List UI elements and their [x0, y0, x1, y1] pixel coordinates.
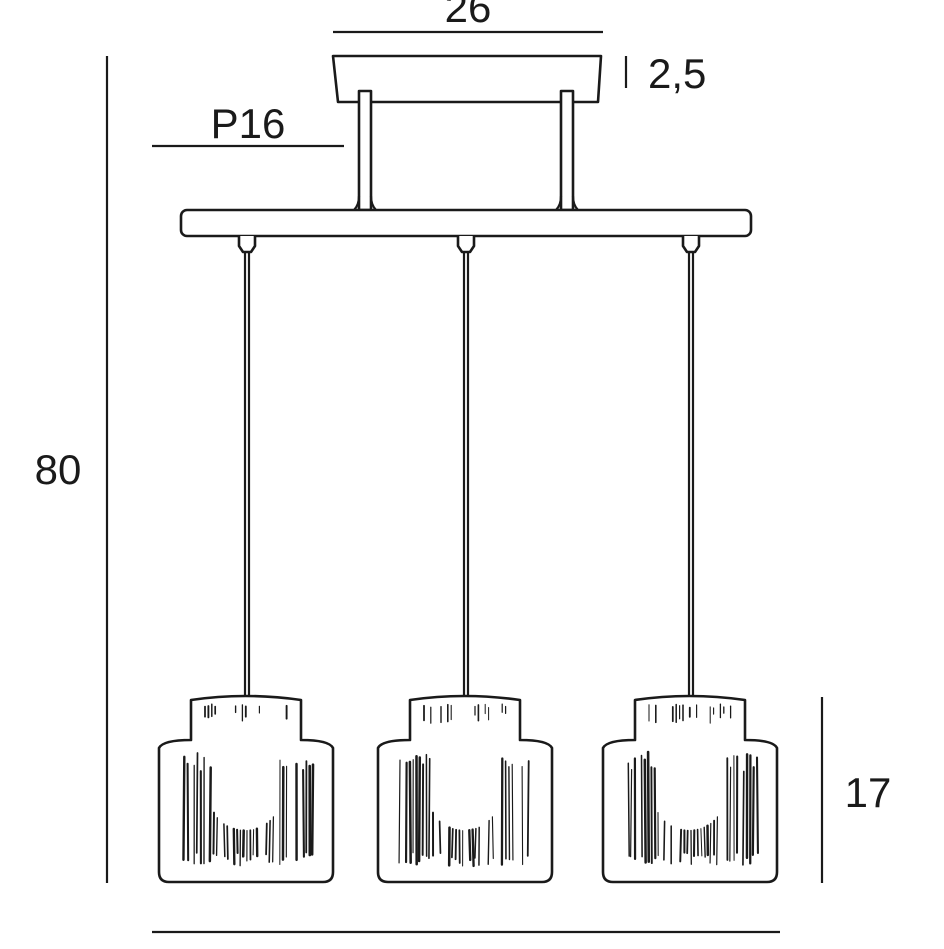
rib-line	[188, 764, 189, 860]
rib-line	[227, 826, 228, 859]
rib-line	[440, 821, 441, 853]
rib-line	[648, 752, 649, 862]
rib-line	[642, 756, 643, 857]
rib-line	[473, 830, 474, 866]
pendant-group	[159, 236, 777, 882]
rib-line	[687, 831, 688, 854]
rib-line	[512, 764, 513, 860]
rib-line	[704, 827, 705, 857]
glass-shade-middle	[378, 696, 552, 882]
rib-line	[406, 763, 407, 862]
total-height-label: 80	[35, 446, 82, 493]
rib-line	[522, 767, 523, 865]
rib-line	[269, 821, 270, 862]
cord-connector-left	[239, 236, 255, 252]
rib-line	[664, 821, 665, 860]
rib-line	[456, 830, 457, 859]
rib-line	[303, 770, 304, 857]
rib-line	[234, 829, 235, 864]
rib-line	[680, 830, 681, 862]
rib-line	[210, 767, 211, 861]
canopy-width-label: 26	[445, 0, 492, 31]
rib-line	[224, 824, 225, 856]
rib-line	[743, 771, 744, 864]
rib-line	[410, 762, 411, 863]
rib-line	[488, 821, 489, 865]
rib-line	[469, 830, 470, 860]
rib-line	[183, 757, 184, 860]
rib-line	[312, 765, 313, 855]
rib-line	[475, 829, 476, 858]
rib-line	[628, 763, 629, 856]
rib-line	[757, 758, 758, 853]
rib-line	[213, 813, 214, 854]
support-rod-left	[359, 91, 371, 210]
horizontal-bar	[181, 210, 751, 236]
rib-line	[273, 817, 274, 862]
rib-line	[645, 760, 646, 863]
pendant-right	[603, 236, 777, 882]
rib-line	[266, 823, 267, 854]
rib-line	[528, 761, 529, 856]
rib-line	[710, 823, 711, 863]
rib-line	[197, 753, 198, 853]
rib-line	[655, 768, 656, 858]
cord-connector-middle	[458, 236, 474, 252]
rib-line	[419, 758, 420, 862]
rib-line	[730, 767, 731, 861]
rib-line	[429, 759, 430, 858]
rib-line	[217, 818, 218, 856]
pendant-left	[159, 236, 333, 882]
rib-line	[452, 829, 453, 858]
pendant-middle	[378, 236, 552, 882]
rib-line	[753, 767, 754, 855]
rib-line	[509, 767, 510, 860]
shade-height-label: 17	[845, 769, 892, 816]
canopy-height-label: 2,5	[648, 50, 706, 97]
cord-connector-right	[683, 236, 699, 252]
bar-depth-label: P16	[211, 100, 286, 147]
support-rod-right	[561, 91, 573, 210]
rib-line	[717, 817, 718, 865]
